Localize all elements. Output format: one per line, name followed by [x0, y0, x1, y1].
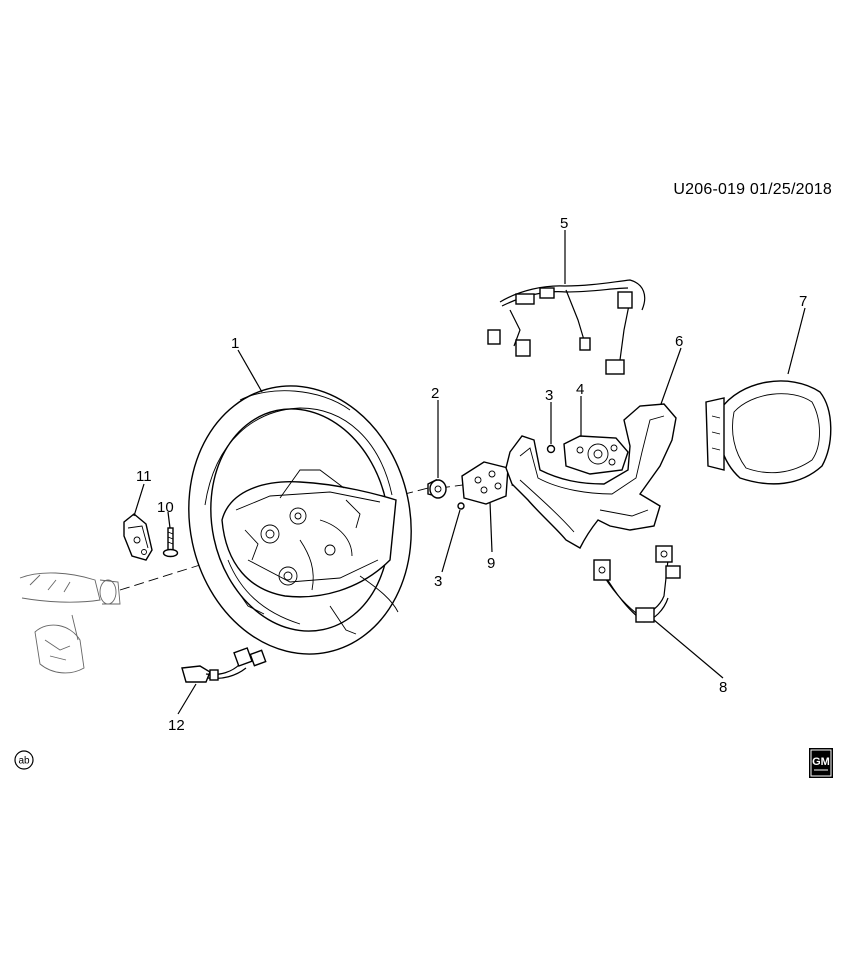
diagram-reference-code: U206-019 01/25/2018	[673, 181, 832, 198]
leader-7	[787, 307, 806, 375]
callout-8: 8	[719, 679, 727, 696]
gm-logo: GM	[809, 748, 833, 778]
callout-5: 5	[560, 215, 568, 232]
leader-3-lower	[441, 509, 461, 573]
leader-11	[133, 483, 145, 517]
part-12-connector-harness	[181, 647, 267, 683]
part-6-trim-bezel	[505, 403, 677, 549]
leader-10	[167, 511, 171, 529]
callout-6: 6	[675, 333, 683, 350]
ab-badge-text: ab	[18, 756, 30, 767]
column-centerline	[119, 564, 201, 591]
part-7-airbag-module	[705, 380, 832, 485]
callout-2: 2	[431, 385, 439, 402]
leader-12	[177, 683, 197, 715]
gm-logo-text: GM	[812, 756, 830, 768]
part-4-switch	[563, 435, 629, 475]
callout-12: 12	[168, 717, 185, 734]
leader-8	[653, 619, 724, 679]
part-3-screw-upper	[546, 444, 556, 454]
part-10-bolt	[162, 527, 179, 558]
part-1-steering-wheel	[188, 385, 412, 655]
callout-1: 1	[231, 335, 239, 352]
callout-3-upper: 3	[545, 387, 553, 404]
callout-11: 11	[136, 468, 152, 485]
part-3-screw-lower	[457, 502, 465, 510]
leader-9	[489, 501, 493, 553]
ab-badge: ab	[14, 750, 34, 770]
steering-column-illustration	[19, 572, 121, 674]
part-11-switch	[123, 513, 153, 561]
part-8-switch-harness	[593, 545, 681, 623]
part-5-wiring-harness	[487, 279, 646, 375]
callout-4: 4	[576, 381, 584, 398]
callout-3-lower: 3	[434, 573, 442, 590]
callout-9: 9	[487, 555, 495, 572]
leader-1	[237, 349, 263, 393]
callout-7: 7	[799, 293, 807, 310]
callout-10: 10	[157, 499, 174, 516]
part-2-plug	[427, 478, 447, 499]
leader-6	[660, 347, 682, 405]
